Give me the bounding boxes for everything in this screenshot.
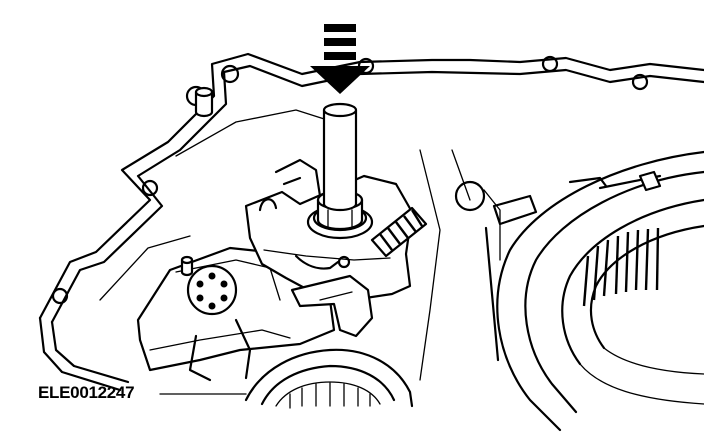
clutch-drum — [484, 150, 704, 432]
case-web — [99, 109, 501, 381]
downward-force-arrow-icon — [310, 24, 370, 94]
manual-valve-body — [136, 246, 336, 382]
dowel-pin — [194, 86, 214, 118]
output-bearing — [244, 348, 414, 409]
figure-reference-code: ELE0012247 — [38, 383, 135, 402]
lever-arm — [290, 274, 374, 338]
drum-bolt — [638, 170, 662, 192]
detent-spring — [370, 206, 428, 258]
pressing-shaft — [322, 102, 358, 212]
drum-splines — [582, 227, 660, 307]
case-flange — [38, 52, 704, 392]
